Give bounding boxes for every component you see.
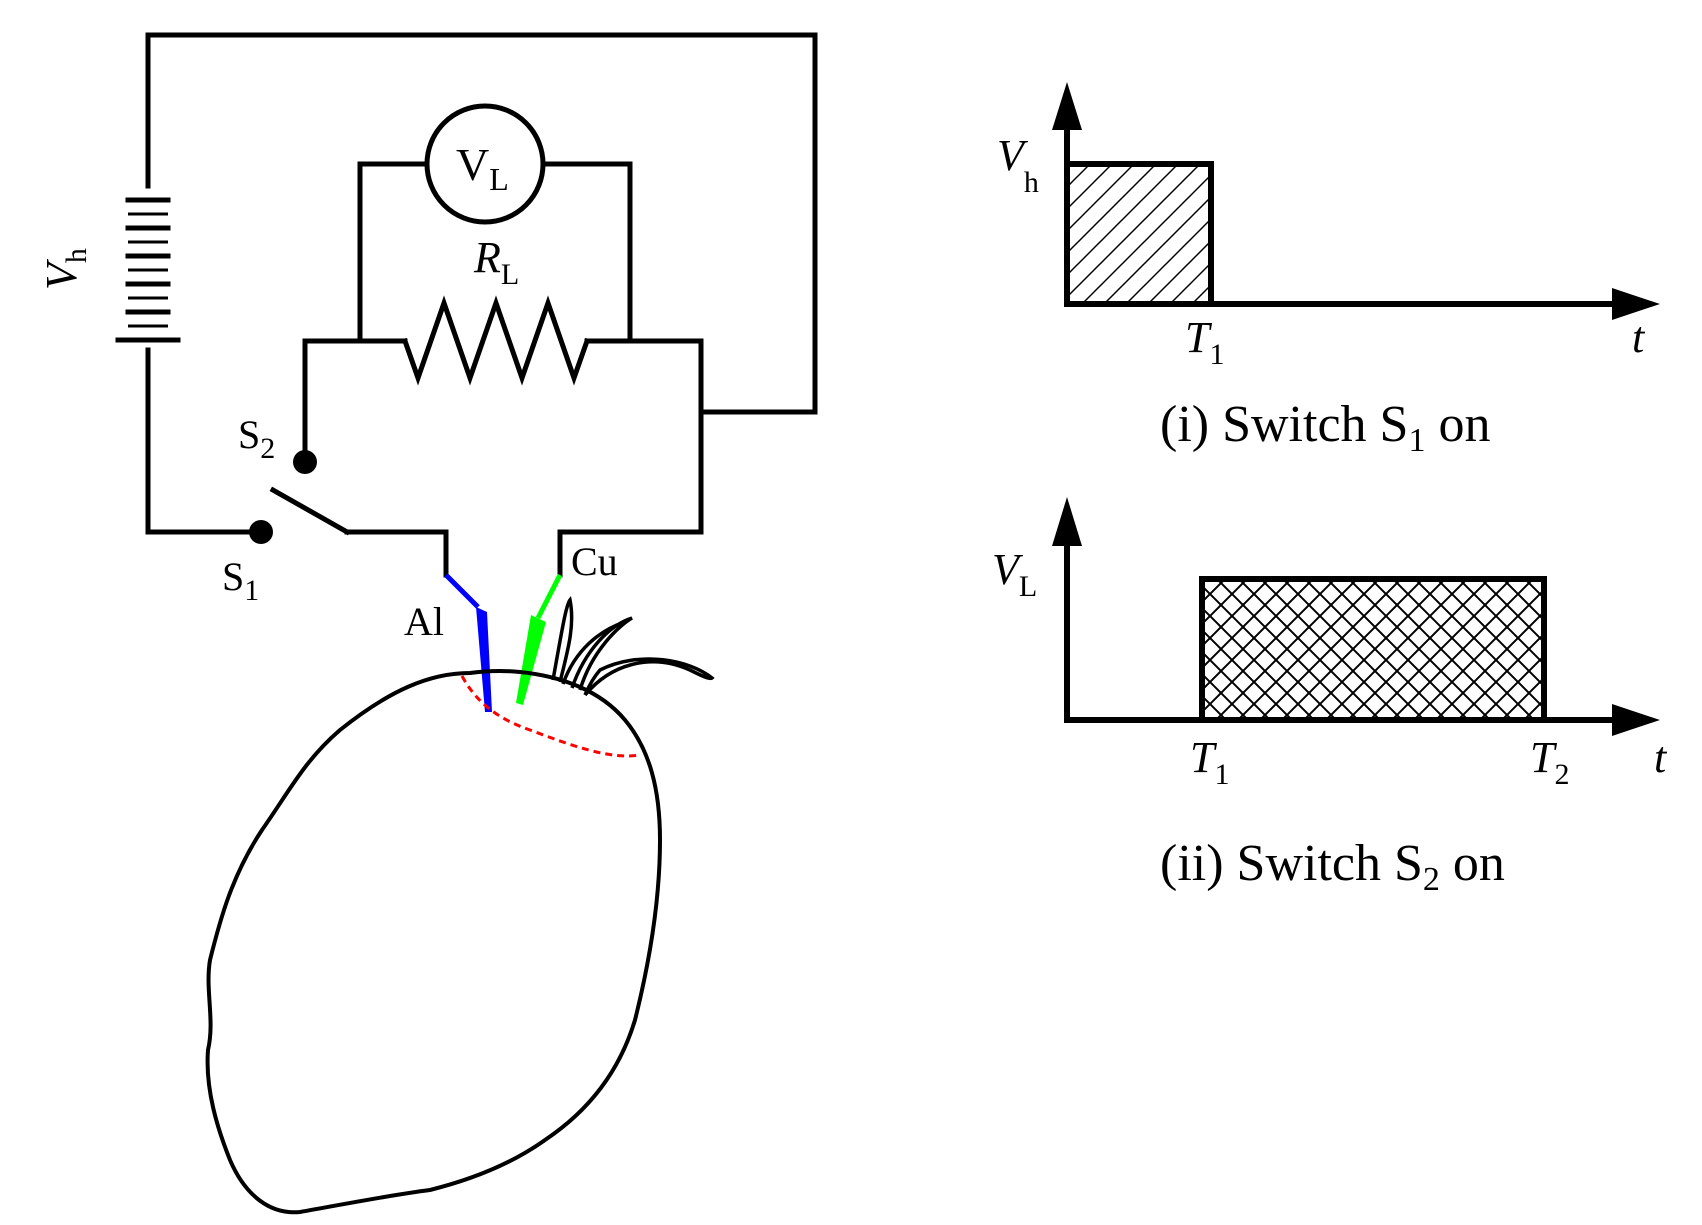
x-axis-1-arrow bbox=[1612, 288, 1660, 320]
y-axis-2-arrow bbox=[1052, 497, 1082, 546]
cu-electrode bbox=[516, 615, 546, 705]
plot1-y-label: Vh bbox=[997, 131, 1039, 199]
al-lead bbox=[444, 573, 480, 609]
resistor-symbol bbox=[401, 295, 591, 386]
voltmeter-right-wire bbox=[541, 161, 633, 344]
switch-lever bbox=[269, 486, 351, 536]
left-wire bbox=[145, 347, 261, 535]
plot2-x-label: t bbox=[1654, 733, 1668, 782]
circuit: Vh S1 S2 RL VL Al bbox=[37, 32, 818, 712]
s2-wire bbox=[302, 338, 408, 453]
pulse-vl bbox=[1202, 579, 1544, 720]
fruit-drawing bbox=[205, 595, 715, 1215]
cu-lead bbox=[535, 573, 563, 620]
plot2-y-label: VL bbox=[992, 545, 1037, 603]
switch-s2-terminal bbox=[293, 450, 317, 474]
voltmeter-label: VL bbox=[456, 139, 509, 197]
plot1-x-tick: T1 bbox=[1185, 313, 1224, 371]
al-wire bbox=[344, 529, 449, 578]
boundary-line bbox=[460, 675, 641, 758]
plot2-caption: (ii) Switch S2 on bbox=[1160, 835, 1505, 898]
outer-wire bbox=[145, 32, 818, 415]
pulse-vh bbox=[1067, 164, 1211, 304]
right-wire bbox=[557, 338, 704, 578]
al-electrode bbox=[476, 607, 492, 712]
voltmeter-symbol bbox=[424, 103, 546, 225]
battery-symbol bbox=[115, 197, 181, 343]
pulse-vh-outline bbox=[1067, 161, 1214, 304]
al-label: Al bbox=[404, 599, 444, 644]
plot1-caption: (i) Switch S1 on bbox=[1160, 396, 1490, 459]
plot2-x-tick-1: T1 bbox=[1190, 733, 1229, 791]
y-axis-1-arrow bbox=[1052, 82, 1082, 130]
plot-switch-s2: VL T1 T2 t (ii) Switch S2 on bbox=[992, 497, 1668, 898]
plot1-x-label: t bbox=[1632, 313, 1646, 362]
x-axis-2-arrow bbox=[1612, 704, 1660, 736]
voltmeter-left-wire bbox=[357, 161, 429, 344]
plot2-x-tick-2: T2 bbox=[1530, 733, 1569, 791]
battery-label: Vh bbox=[37, 248, 93, 290]
switch-s2-label: S2 bbox=[238, 412, 275, 465]
switch-s1-terminal bbox=[249, 520, 273, 544]
fruit-leaves bbox=[551, 595, 715, 697]
plot-switch-s1: Vh T1 t (i) Switch S1 on bbox=[997, 82, 1660, 459]
switch-s1-label: S1 bbox=[222, 554, 259, 607]
cu-label: Cu bbox=[571, 539, 618, 584]
fruit-outline bbox=[205, 668, 663, 1215]
resistor-label: RL bbox=[473, 233, 519, 291]
